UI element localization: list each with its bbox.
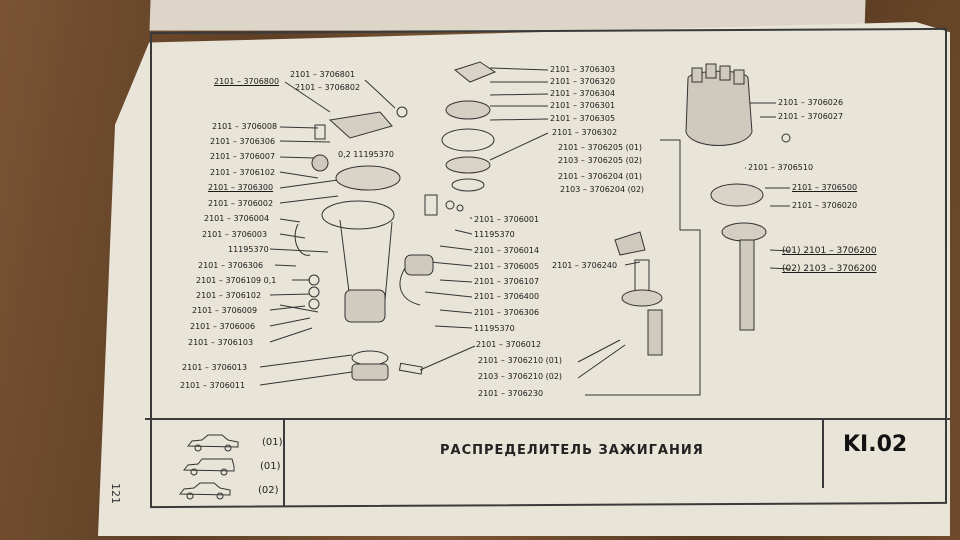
part-number-label: 2101 – 3706109 0,1 <box>196 276 277 285</box>
vehicle-applicability-box <box>145 420 285 506</box>
part-number-label: 2101 – 3706320 <box>550 77 616 86</box>
part-number-label: 2101 – 3706027 <box>778 112 844 121</box>
part-number-label: 2101 – 3706204 (01) <box>558 172 643 181</box>
part-number-label: 2101 – 3706510 <box>748 163 814 172</box>
title-block <box>145 418 950 508</box>
part-number-label: 2101 – 3706801 <box>290 70 356 79</box>
distributor-housing-top <box>321 200 395 230</box>
part-number-label: 2101 – 3706014 <box>474 246 540 255</box>
part-number-label: (01) 2101 – 3706200 <box>782 246 877 256</box>
part-number-label: 2103 – 3706205 (02) <box>558 156 643 165</box>
distributor-shaft <box>647 309 663 356</box>
part-number-label: 2101 – 3706004 <box>204 214 270 223</box>
part-number-label: 2101 – 3706304 <box>550 89 616 98</box>
part-number-label: 2101 – 3706802 <box>295 83 361 92</box>
part-number-label: 0,2 11195370 <box>338 150 394 159</box>
section-code-box <box>822 418 949 488</box>
section-code: KI.02 <box>843 432 908 457</box>
part-number-label: 2101 – 3706102 <box>210 168 276 177</box>
breaker-plate-part <box>335 165 401 191</box>
page-number: 121 <box>109 483 122 504</box>
washer-part <box>351 350 389 366</box>
wagon-icon <box>182 458 235 476</box>
part-number-label: 2101 – 3706306 <box>474 308 540 317</box>
part-number-label: 2101 – 3706302 <box>552 128 618 137</box>
part-number-label: 2101 – 3706210 (01) <box>478 356 563 365</box>
shaft-assembly-part <box>739 239 755 331</box>
part-number-label: 2101 – 3706400 <box>474 292 540 301</box>
distributor-cap-part <box>685 70 753 146</box>
vacuum-plate-part <box>445 100 491 120</box>
part-number-label: 2101 – 3706002 <box>208 199 274 208</box>
part-number-label: 2101 – 3706008 <box>212 122 278 131</box>
part-number-label: 2101 – 3706003 <box>202 230 268 239</box>
part-number-label: 2101 – 3706800 <box>214 77 280 86</box>
page-title: РАСПРЕДЕЛИТЕЛЬ ЗАЖИГАНИЯ <box>440 443 704 458</box>
part-number-label: 2101 – 3706300 <box>208 183 274 192</box>
leader-line <box>284 81 331 113</box>
vehicle-variant-label: (02) <box>258 485 279 496</box>
part-number-label: 2101 – 3706009 <box>192 306 258 315</box>
vehicle-variant-label: (01) <box>260 461 281 472</box>
part-number-label: 2101 – 3706011 <box>180 381 246 390</box>
part-number-label: 2101 – 3706012 <box>476 340 542 349</box>
vehicle-variant-label: (01) <box>262 437 283 448</box>
distributor-housing-body <box>344 289 386 323</box>
part-number-label: 2101 – 3706240 <box>552 261 618 270</box>
part-number-label: 2101 – 3706026 <box>778 98 844 107</box>
part-number-label: 11195370 <box>474 230 515 239</box>
part-number-label: 2101 – 3706102 <box>196 291 262 300</box>
part-number-label: 2101 – 3706001 <box>474 215 540 224</box>
part-number-label: 2101 – 3706305 <box>550 114 616 123</box>
part-number-label: 2101 – 3706500 <box>792 183 858 192</box>
coupling-part <box>351 363 389 381</box>
part-number-label: 2101 – 3706007 <box>210 152 276 161</box>
sedan-icon <box>178 482 231 500</box>
condenser-part <box>404 254 434 276</box>
part-number-label: 2101 – 3706303 <box>550 65 616 74</box>
part-number-label: 2101 – 3706205 (01) <box>558 143 643 152</box>
part-number-label: 2103 – 3706204 (02) <box>560 185 645 194</box>
part-number-label: 11195370 <box>474 324 515 333</box>
part-number-label: 11195370 <box>228 245 269 254</box>
part-number-label: 2101 – 3706306 <box>198 261 264 270</box>
leader-line <box>364 79 396 109</box>
catalog-page <box>98 22 950 536</box>
part-number-label: 2101 – 3706103 <box>188 338 254 347</box>
part-number-label: 2101 – 3706107 <box>474 277 540 286</box>
rotor-part <box>710 183 764 207</box>
part-number-label: 2101 – 3706306 <box>210 137 276 146</box>
part-number-label: 2101 – 3706230 <box>478 389 544 398</box>
part-number-label: 2101 – 3706005 <box>474 262 540 271</box>
part-number-label: 2101 – 3706006 <box>190 322 256 331</box>
part-number-label: 2101 – 3706301 <box>550 101 616 110</box>
breaker-contact-part <box>328 111 393 139</box>
part-number-label: 2101 – 3706020 <box>792 201 858 210</box>
part-number-label: 2101 – 3706013 <box>182 363 248 372</box>
weight-plate-part <box>621 289 663 307</box>
sedan-icon <box>186 434 239 452</box>
part-number-label: (02) 2103 – 3706200 <box>782 264 877 274</box>
part-number-label: 2103 – 3706210 (02) <box>478 372 563 381</box>
